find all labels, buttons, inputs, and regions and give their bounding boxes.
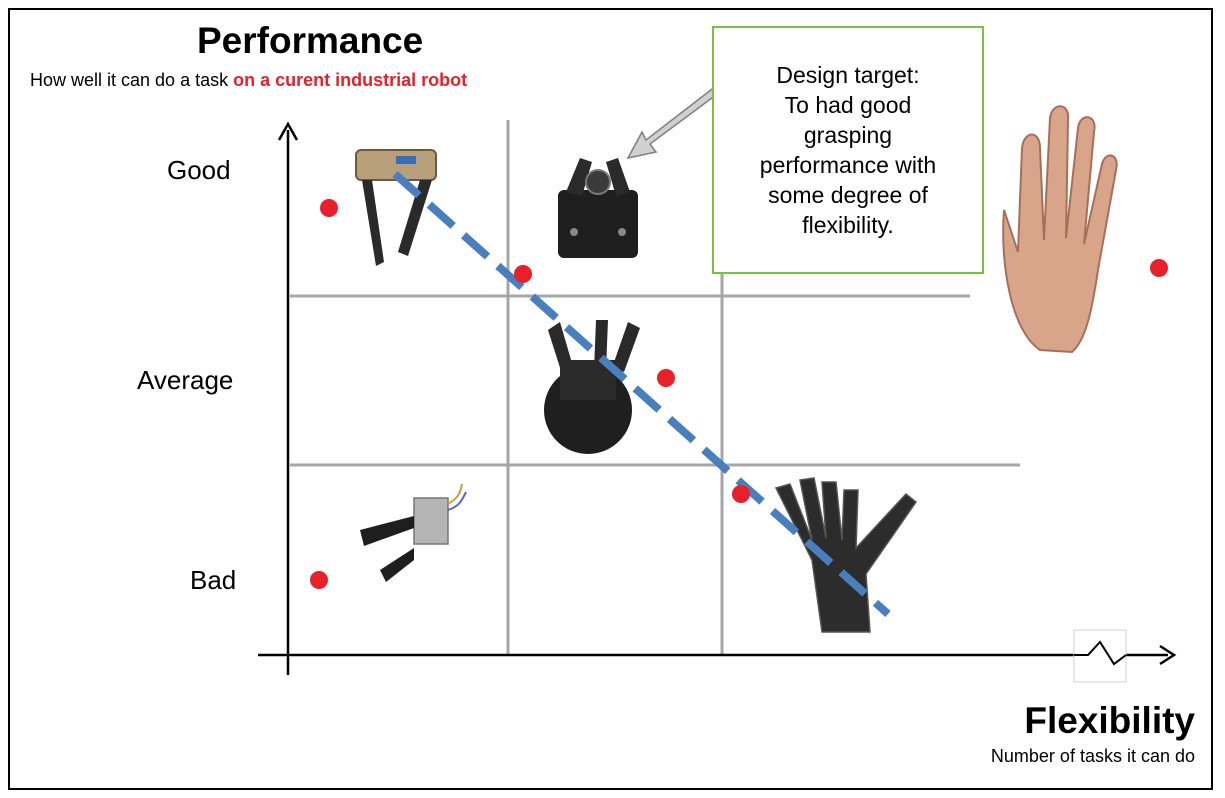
dot-parallel-gripper [320, 199, 338, 217]
x-axis-arrowhead [1159, 644, 1177, 666]
dot-robotiq-gripper [514, 265, 532, 283]
design-target-callout: Design target: To had good grasping perf… [712, 26, 984, 274]
axes [258, 121, 1177, 675]
servo-gripper-icon [360, 483, 467, 582]
three-finger-gripper-icon [544, 320, 640, 454]
x-axis-title: Flexibility [1024, 700, 1195, 741]
dot-human-hand [1150, 259, 1168, 277]
dot-servo-gripper [310, 571, 328, 589]
level-label-bad: Bad [190, 565, 237, 595]
human-hand-icon [1002, 105, 1118, 354]
dot-three-finger-gripper [657, 369, 675, 387]
level-label-average: Average [137, 365, 234, 395]
data-dots [310, 199, 1168, 589]
parallel-jaw-gripper-icon [355, 149, 437, 266]
robot-hand-icon [774, 477, 918, 633]
axis-break-icon [1073, 629, 1127, 683]
y-axis-subtitle-plain: How well it can do a task [30, 70, 234, 90]
callout-pointer-arrow [626, 77, 721, 160]
level-label-good: Good [167, 155, 231, 185]
y-axis-subtitle: How well it can do a task on a curent in… [30, 70, 467, 91]
y-axis-subtitle-highlight: on a curent industrial robot [233, 70, 468, 90]
y-axis-arrowhead [277, 121, 299, 141]
x-axis-subtitle: Number of tasks it can do [990, 746, 1195, 766]
trend-line [392, 171, 891, 617]
robotiq-gripper-icon [558, 158, 638, 258]
y-axis-title: Performance [197, 20, 424, 61]
dot-robot-hand [732, 485, 750, 503]
